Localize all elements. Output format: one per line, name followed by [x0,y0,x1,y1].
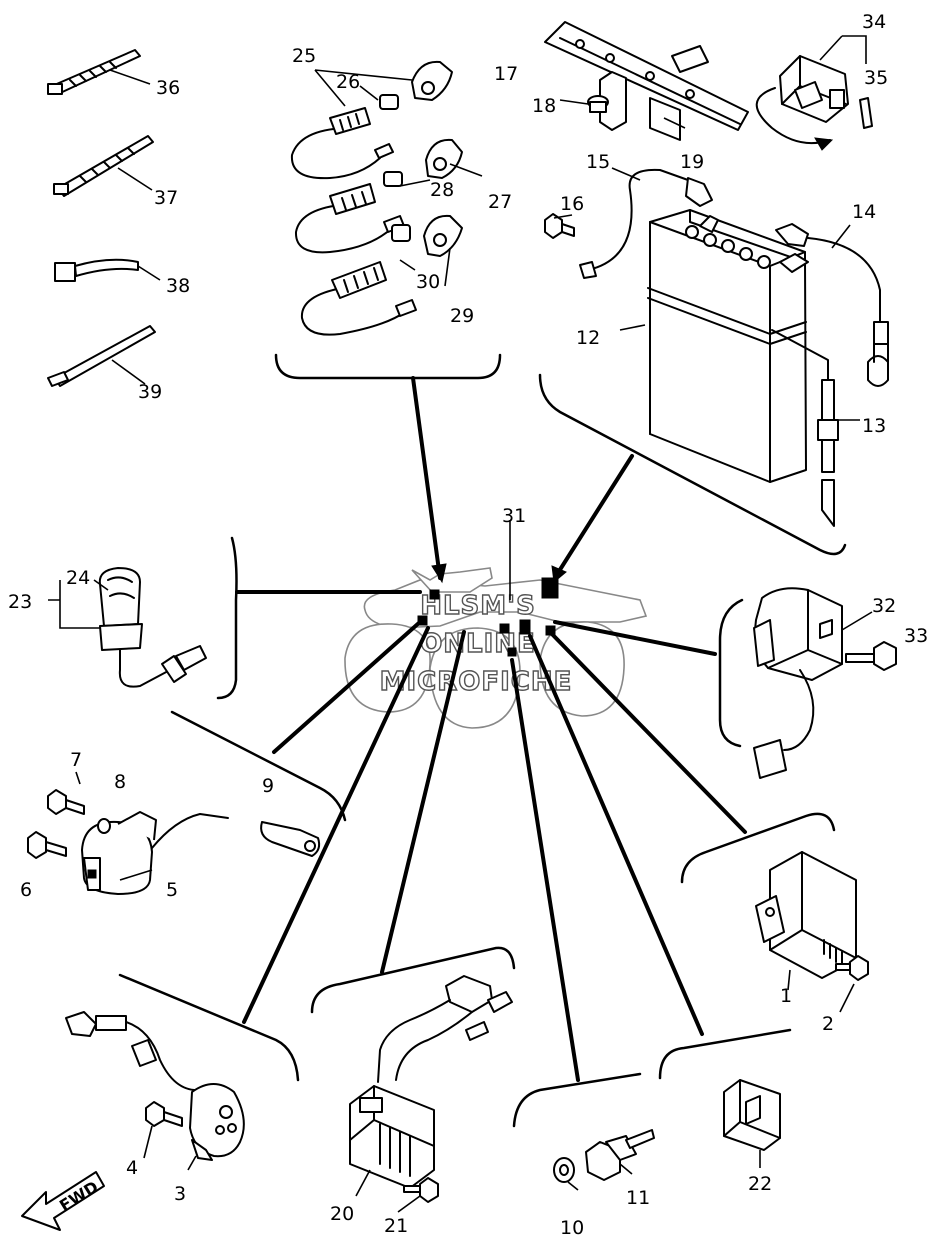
fwd-arrow-icon: FWD [21,1171,105,1231]
callout-4: 4 [126,1157,138,1179]
callout-36: 36 [156,77,180,99]
callout-3: 3 [174,1183,186,1205]
cable-tie-37[interactable] [53,135,154,197]
central-frame [344,567,648,729]
watermark: HLSM'S ONLINE MICROFICHE [379,590,573,697]
callout-8: 8 [114,771,126,793]
watermark-line-3: MICROFICHE [380,667,573,697]
callout-2: 2 [822,1013,834,1035]
callout-24: 24 [66,567,90,589]
callout-22: 22 [748,1173,772,1195]
battery-bracket[interactable] [544,21,749,141]
cable-tie-39[interactable] [47,325,156,387]
callout-13: 13 [862,415,886,437]
callout-35: 35 [864,67,888,89]
rectifier-regulator[interactable] [310,946,516,1213]
callout-23: 23 [8,591,32,613]
callout-labels: 1 2 3 4 5 6 7 8 9 10 11 12 13 14 15 16 1… [8,11,928,1239]
callout-21: 21 [384,1215,408,1237]
relay[interactable] [755,35,873,151]
connector-cover[interactable] [658,1028,792,1168]
callout-18: 18 [532,95,556,117]
callout-34: 34 [862,11,886,33]
callout-20: 20 [330,1203,354,1225]
callout-25: 25 [292,45,316,67]
battery[interactable] [538,167,889,556]
callout-1: 1 [780,985,792,1007]
cable-tie-38[interactable] [54,258,161,282]
callout-27: 27 [488,191,512,213]
callout-5: 5 [166,879,178,901]
callout-14: 14 [852,201,876,223]
callout-29: 29 [450,305,474,327]
sender-switch[interactable] [512,1072,655,1191]
callout-9: 9 [262,775,274,797]
callout-11: 11 [626,1187,650,1209]
callout-17: 17 [494,63,518,85]
watermark-line-2: ONLINE [420,629,536,659]
callout-19: 19 [680,151,704,173]
callout-39: 39 [138,381,162,403]
callout-38: 38 [166,275,190,297]
main-switch[interactable] [48,536,238,700]
callout-31: 31 [502,505,526,527]
starter-relay[interactable] [718,587,897,779]
sensor-group[interactable] [274,60,502,380]
callout-32: 32 [872,595,896,617]
callout-26: 26 [336,71,360,93]
callout-7: 7 [70,749,82,771]
cdi-unit[interactable] [680,812,869,1013]
pickup-coil[interactable] [65,973,300,1171]
callout-28: 28 [430,179,454,201]
pointer-lines [235,376,747,1082]
ignition-coil[interactable] [27,710,347,895]
cable-tie-36[interactable] [47,49,151,95]
callout-10: 10 [560,1217,584,1239]
callout-12: 12 [576,327,600,349]
callout-33: 33 [904,625,928,647]
callout-16: 16 [560,193,584,215]
callout-15: 15 [586,151,610,173]
callout-6: 6 [20,879,32,901]
callout-37: 37 [154,187,178,209]
callout-30: 30 [416,271,440,293]
